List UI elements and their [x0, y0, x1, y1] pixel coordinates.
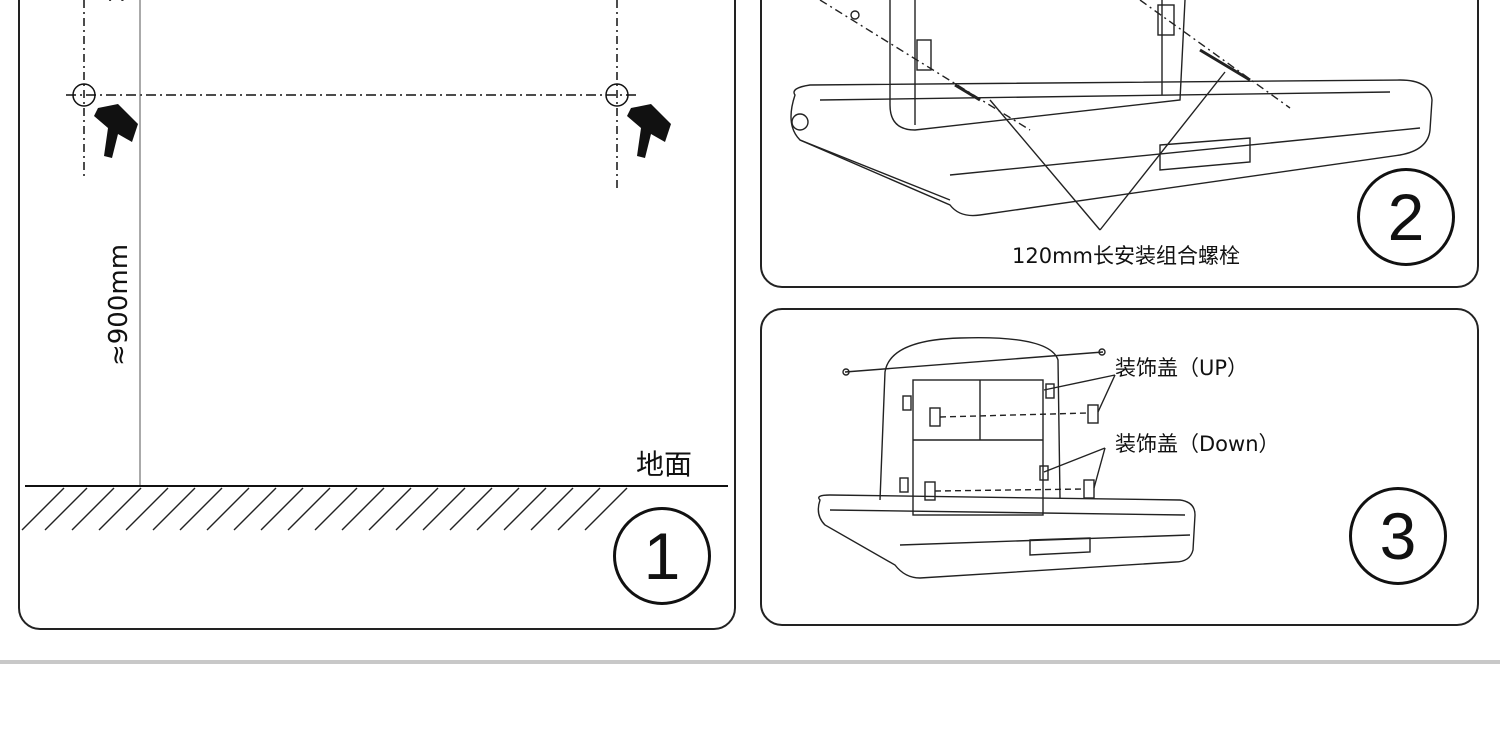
- bolt-label: 120mm长安装组合螺栓: [1012, 244, 1240, 268]
- ground-label: 地面: [636, 448, 693, 481]
- step-number-3: 3: [1349, 487, 1447, 585]
- bracket: [1157, 4, 1175, 36]
- bolt-installation-diagram: [790, 0, 1433, 231]
- handle: [1159, 137, 1251, 171]
- handle: [1029, 537, 1091, 556]
- backrest: [879, 336, 1061, 501]
- cover-down-label: 装饰盖（Down）: [1115, 432, 1280, 456]
- drill-icon: [627, 104, 671, 158]
- left-mount-hole: [72, 83, 96, 107]
- drill-icon: [94, 104, 138, 158]
- floor-hatching: [21, 487, 628, 531]
- changing-table-base: [817, 494, 1196, 579]
- hinge: [791, 113, 809, 131]
- wall-mount-diagram: [21, 0, 728, 531]
- step-number-1: 1: [613, 507, 711, 605]
- step-1-panel: [18, 0, 736, 630]
- backrest-inner-panel: [912, 379, 1044, 516]
- step-3-panel: [760, 308, 1479, 626]
- step-number-2: 2: [1357, 168, 1455, 266]
- step-2-panel: [760, 0, 1479, 288]
- right-mount-hole: [605, 83, 629, 107]
- cover-up-label: 装饰盖（UP）: [1115, 356, 1249, 380]
- drill-icons: [94, 104, 671, 158]
- decorative-cover-diagram: [817, 336, 1196, 579]
- folding-backrest: [889, 0, 1186, 131]
- changing-table-base: [790, 79, 1433, 217]
- bracket: [916, 39, 932, 71]
- page-divider: [0, 660, 1500, 664]
